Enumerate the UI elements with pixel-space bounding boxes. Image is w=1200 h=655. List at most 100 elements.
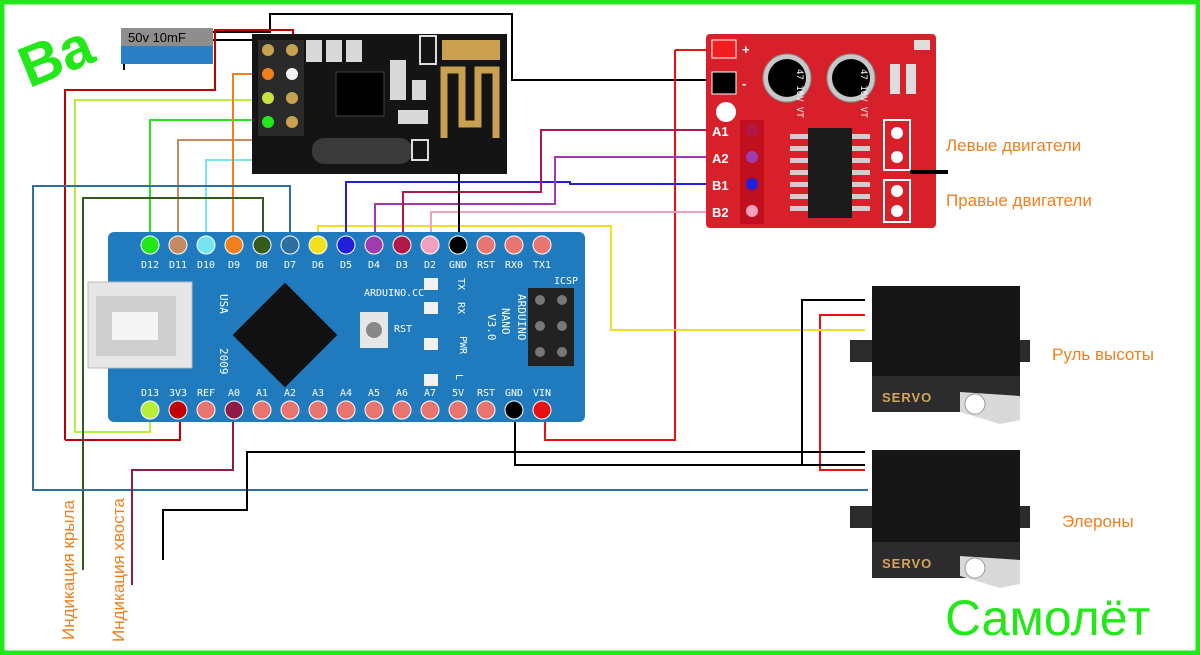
- label-wing-indicator: Индикация крыла: [59, 500, 78, 640]
- nano-bottom-pin-d13: [140, 400, 160, 420]
- nano-top-pin-d7: [280, 235, 300, 255]
- driver-motor-a: 电机A: [939, 134, 954, 170]
- driver-capacitors: 47 16V VT 47 16V VT: [762, 53, 876, 118]
- nano-bottom-pin-a6: [392, 400, 412, 420]
- nano-bottom-pin-label: A4: [340, 388, 352, 399]
- capacitor-label: 50v 10mF: [128, 30, 186, 45]
- wire-servo2-red: [819, 440, 865, 471]
- label-left-motors: Левые двигатели: [946, 136, 1081, 155]
- servo-elevator-label: SERVO: [882, 390, 932, 405]
- nano-bottom-pin-a2: [280, 400, 300, 420]
- title-text: Самолёт: [945, 590, 1151, 646]
- driver-cap-1-label: 47 16V VT: [794, 69, 804, 118]
- nano-top-pin-label: GND: [449, 260, 467, 271]
- nano-top-pin-label: D7: [284, 260, 296, 271]
- nano-usa: USA: [217, 294, 230, 314]
- driver-input-a1: A1: [712, 124, 729, 139]
- nano-led-pwr: PWR: [457, 336, 468, 355]
- nano-top-pin-label: D2: [424, 260, 436, 271]
- wire-3v3-red: [64, 29, 294, 440]
- nano-top-pin-d10: [196, 235, 216, 255]
- nano-bottom-pin-label: D13: [141, 388, 159, 399]
- nano-bottom-pin-label: A7: [424, 388, 436, 399]
- nano-top-pin-label: D11: [169, 260, 187, 271]
- wire-gnd-driver: [213, 13, 712, 81]
- nano-top-pin-rst: [476, 235, 496, 255]
- driver-motor-b: 电机B: [937, 190, 952, 225]
- nano-bottom-pin-label: VIN: [533, 388, 551, 399]
- nano-top-pin-label: D4: [368, 260, 380, 271]
- nano-top-pin-d11: [168, 235, 188, 255]
- nano-rst: RST: [394, 324, 412, 335]
- wire-servo1-red: [819, 314, 865, 440]
- nano-top-pin-gnd: [448, 235, 468, 255]
- servo-ailerons: SERVO: [850, 450, 1030, 588]
- nano-bottom-pin-5v: [448, 400, 468, 420]
- nano-top-pin-d6: [308, 235, 328, 255]
- nano-model-1: ARDUINO: [515, 294, 528, 340]
- wire-d12: [149, 119, 268, 245]
- wire-d7: [32, 185, 868, 491]
- label-right-motors: Правые двигатели: [946, 191, 1092, 210]
- nano-bottom-pin-a7: [420, 400, 440, 420]
- nano-bottom-pin-label: A5: [368, 388, 380, 399]
- nano-top-pin-label: RST: [477, 260, 495, 271]
- wire-d3: [402, 129, 745, 245]
- nano-top-pin-label: D10: [197, 260, 215, 271]
- label-ailerons: Элероны: [1062, 512, 1134, 531]
- nano-bottom-pin-a4: [336, 400, 356, 420]
- servo-ailerons-label: SERVO: [882, 556, 932, 571]
- label-tail-indicator: Индикация хвоста: [109, 498, 128, 642]
- nano-top-pin-d2: [420, 235, 440, 255]
- nano-model-3: V3.0: [485, 314, 498, 341]
- capacitor: 50v 10mF: [121, 28, 213, 64]
- nano-top-pin-d4: [364, 235, 384, 255]
- nano-top-pin-label: D5: [340, 260, 352, 271]
- driver-input-b2: B2: [712, 205, 729, 220]
- nano-top-pin-d12: [140, 235, 160, 255]
- nano-top-pin-d3: [392, 235, 412, 255]
- motor-driver: + - 47 16V VT 47 16V VT A1 A2 B1 B2: [706, 34, 954, 228]
- nano-bottom-pin-3v3: [168, 400, 188, 420]
- nano-bottom-pin-gnd: [504, 400, 524, 420]
- nano-bottom-pin-label: RST: [477, 388, 495, 399]
- nano-top-pin-label: D9: [228, 260, 240, 271]
- nano-bottom-pin-label: REF: [197, 388, 215, 399]
- nano-bottom-pin-label: A1: [256, 388, 268, 399]
- nano-bottom-pin-a0: [224, 400, 244, 420]
- nano-bottom-pin-a3: [308, 400, 328, 420]
- servo-elevator: SERVO: [850, 286, 1030, 424]
- nano-bottom-pin-label: 5V: [452, 388, 464, 399]
- nano-bottom-pin-rst: [476, 400, 496, 420]
- nano-bottom-pin-ref: [196, 400, 216, 420]
- nano-top-pin-d9: [224, 235, 244, 255]
- nano-led-tx: TX: [455, 278, 466, 290]
- nano-top-pin-tx1: [532, 235, 552, 255]
- nano-bottom-pin-label: A3: [312, 388, 324, 399]
- nano-top-pin-d5: [336, 235, 356, 255]
- driver-cap-2-label: 47 16V VT: [858, 69, 868, 118]
- nano-bottom-pin-vin: [532, 400, 552, 420]
- wires: [32, 13, 868, 585]
- wire-d13: [74, 99, 268, 433]
- nano-top-pin-label: TX1: [533, 260, 551, 271]
- label-elevator: Руль высоты: [1052, 345, 1154, 364]
- nano-bottom-pin-label: A0: [228, 388, 240, 399]
- nano-bottom-pin-label: GND: [505, 388, 523, 399]
- nano-bottom-pin-label: 3V3: [169, 388, 187, 399]
- nano-top-pin-label: D12: [141, 260, 159, 271]
- driver-plus: +: [742, 42, 750, 57]
- wire-d5: [345, 181, 745, 245]
- nano-year: 2009: [217, 348, 230, 375]
- nano-top-pin-label: D8: [256, 260, 268, 271]
- nano-arduino-cc: ARDUINO.CC: [364, 288, 424, 299]
- arduino-nano: USA 2009 RST ARDUINO.CC TX RX PWR L ARDU…: [87, 232, 585, 422]
- driver-input-a2: A2: [712, 151, 729, 166]
- driver-minus: -: [742, 76, 746, 91]
- wire-servo2-signal-black: [162, 451, 865, 560]
- nano-led-rx: RX: [455, 302, 466, 314]
